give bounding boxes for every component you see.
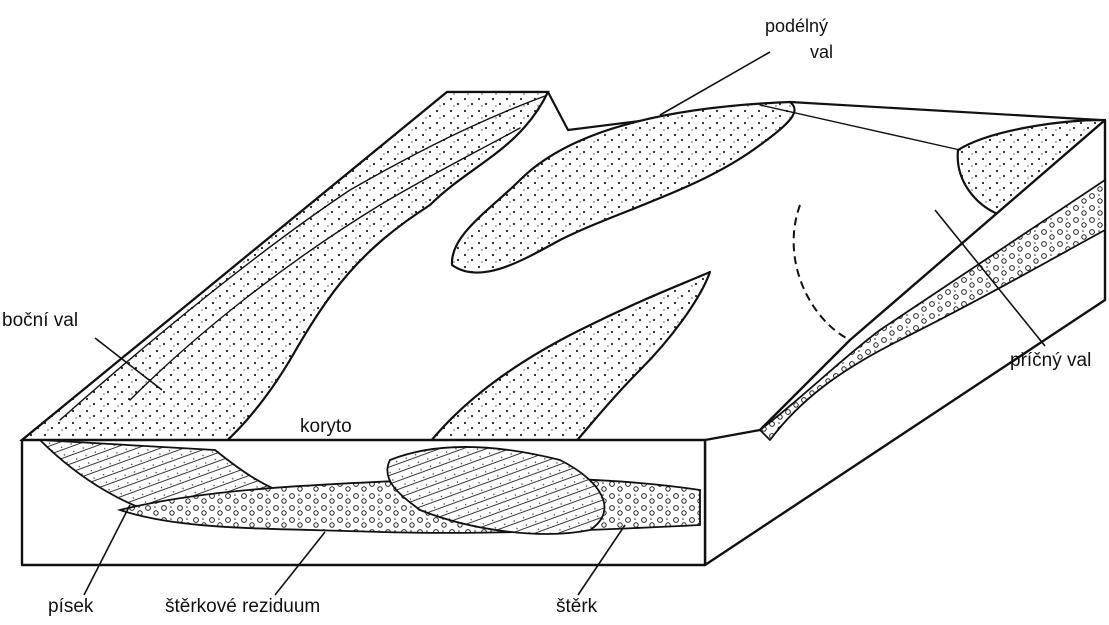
- sterk-label: štěrk: [556, 596, 598, 617]
- bocni-val-bank: [22, 92, 548, 455]
- middle-bar: [420, 272, 710, 458]
- podelny-val-label-line2: val: [810, 42, 833, 62]
- front-block-face: [22, 440, 705, 565]
- pricny-val-label: příčný val: [1010, 350, 1091, 371]
- podelny-val-label-line1: podélný: [765, 16, 828, 36]
- right-block-face: [705, 120, 1105, 565]
- sterkove-reziduum-label: štěrkové reziduum: [165, 596, 320, 617]
- label-podelny-val: podélný val: [660, 16, 833, 115]
- label-koryto: koryto: [300, 416, 352, 437]
- bocni-val-label: boční val: [2, 310, 78, 331]
- pisek-label: písek: [48, 596, 94, 617]
- koryto-label: koryto: [300, 416, 352, 437]
